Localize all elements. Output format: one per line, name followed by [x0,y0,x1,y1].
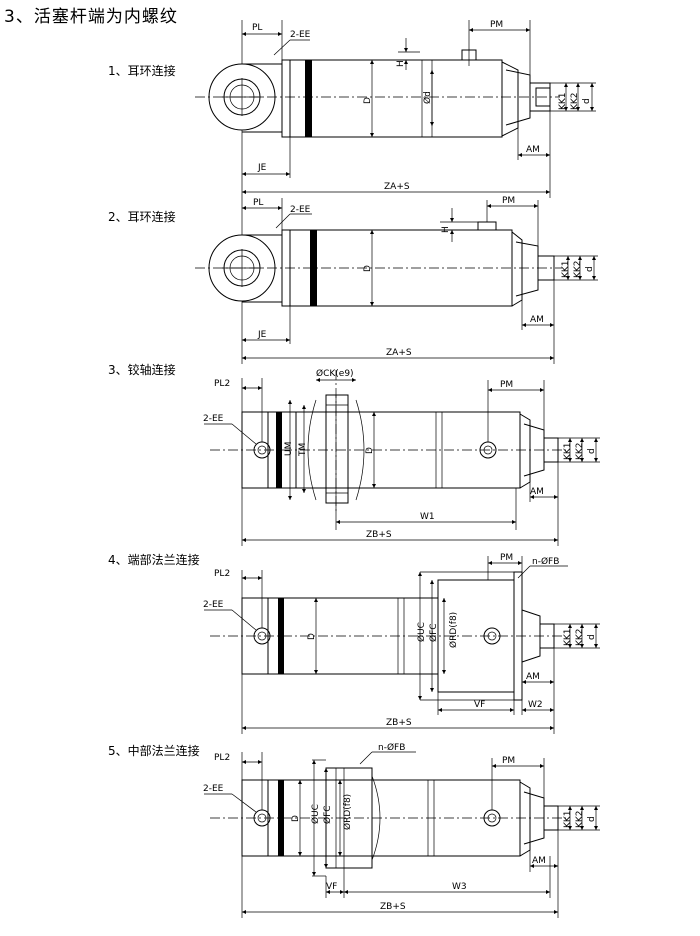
dim-small-d: d [587,448,597,454]
dim-w3: W3 [452,882,467,892]
dim-uc: ØUC [310,804,321,824]
dim-d: D [307,633,317,640]
dim-kk1: KK1 [563,442,573,460]
dim-pm: PM [500,380,513,390]
dim-kk2: KK2 [575,810,585,828]
dim-ee: 2-EE [290,205,311,215]
dim-pm: PM [502,756,515,766]
dim-d: D [363,97,373,104]
drawing-section-3: PL2 ØCK(e9) 2-EE UM TM D PM KK1 KK2 d AM… [203,368,600,546]
dim-kk2: KK2 [570,92,580,110]
dim-h: H [441,226,451,233]
section-1-heading: 1、耳环连接 [108,64,176,78]
dim-d: D [363,265,373,272]
dim-fc: ØFC [428,623,439,642]
dim-pl2: PL2 [214,569,230,579]
dim-vf: VF [326,882,337,892]
dim-pl2: PL2 [214,753,230,763]
dim-am: AM [526,145,540,155]
dim-fc: ØFC [322,805,333,824]
dim-h: H [396,60,406,67]
section-5-heading: 5、中部法兰连接 [108,744,200,758]
dim-pm: PM [490,20,503,30]
dim-nfb: n-ØFB [532,556,559,567]
dim-d1: Ød [422,91,433,104]
dim-kk1: KK1 [561,260,571,278]
drawing-section-5: n-ØFB PL2 2-EE D ØUC ØFC ØRD(f8) PM KK1 … [203,742,600,918]
dim-w2: W2 [528,700,543,710]
dim-kk2: KK2 [573,260,583,278]
dim-pm: PM [502,196,515,206]
dim-rd: ØRD(f8) [342,794,353,830]
dim-tm: TM [298,443,308,457]
dim-uc: ØUC [416,622,427,642]
dim-ee: 2-EE [203,600,224,610]
dim-kk1: KK1 [558,92,568,110]
dim-am: AM [532,856,546,866]
dim-um: UM [284,442,294,456]
dim-za: ZA+S [384,182,410,192]
dim-small-d: d [582,98,592,104]
dim-kk1: KK1 [563,628,573,646]
dim-ee: 2-EE [203,784,224,794]
cylinder-body [281,59,503,138]
dim-am: AM [530,487,544,497]
dim-kk2: KK2 [575,628,585,646]
seal-band [305,60,312,137]
dim-za: ZA+S [386,348,412,358]
dim-ee: 2-EE [203,414,224,424]
dim-d: D [291,815,301,822]
dim-ck: ØCK(e9) [316,368,354,379]
dim-zb: ZB+S [386,718,412,728]
seal-band [278,780,284,856]
seal-band [278,598,284,674]
dim-small-d: d [587,634,597,640]
dim-je: JE [257,330,267,340]
dim-nfb: n-ØFB [378,742,405,753]
dim-vf: VF [474,700,485,710]
dim-zb: ZB+S [366,530,392,540]
dim-am: AM [530,315,544,325]
drawing-section-1: PL 2-EE H PM D Ød KK1 KK2 d AM JE ZA+S [195,20,596,198]
dim-pl: PL [252,23,262,33]
dim-pl: PL [253,198,263,208]
dim-je: JE [257,163,267,173]
drawing-section-4: PM n-ØFB PL2 2-EE D ØUC ØFC ØRD(f8) KK1 … [203,553,600,734]
dim-w1: W1 [420,512,435,522]
section-3-heading: 3、铰轴连接 [108,363,176,377]
dim-ee: 2-EE [290,30,311,40]
dim-small-d: d [587,816,597,822]
dim-kk1: KK1 [563,810,573,828]
dim-pm: PM [500,553,513,563]
dim-small-d: d [585,266,595,272]
dim-d: D [365,447,375,454]
drawing-section-2: PL 2-EE H PM D KK1 KK2 d AM JE ZA+S [195,196,598,364]
page-title: 3、活塞杆端为内螺纹 [4,7,178,27]
dim-am: AM [526,672,540,682]
trunnion-block [325,394,349,504]
dim-kk2: KK2 [575,442,585,460]
section-2-heading: 2、耳环连接 [108,210,176,224]
dim-rd: ØRD(f8) [448,612,459,648]
dim-pl2: PL2 [214,379,230,389]
section-4-heading: 4、端部法兰连接 [108,553,200,567]
seal-band [310,230,317,306]
dim-zb: ZB+S [380,902,406,912]
